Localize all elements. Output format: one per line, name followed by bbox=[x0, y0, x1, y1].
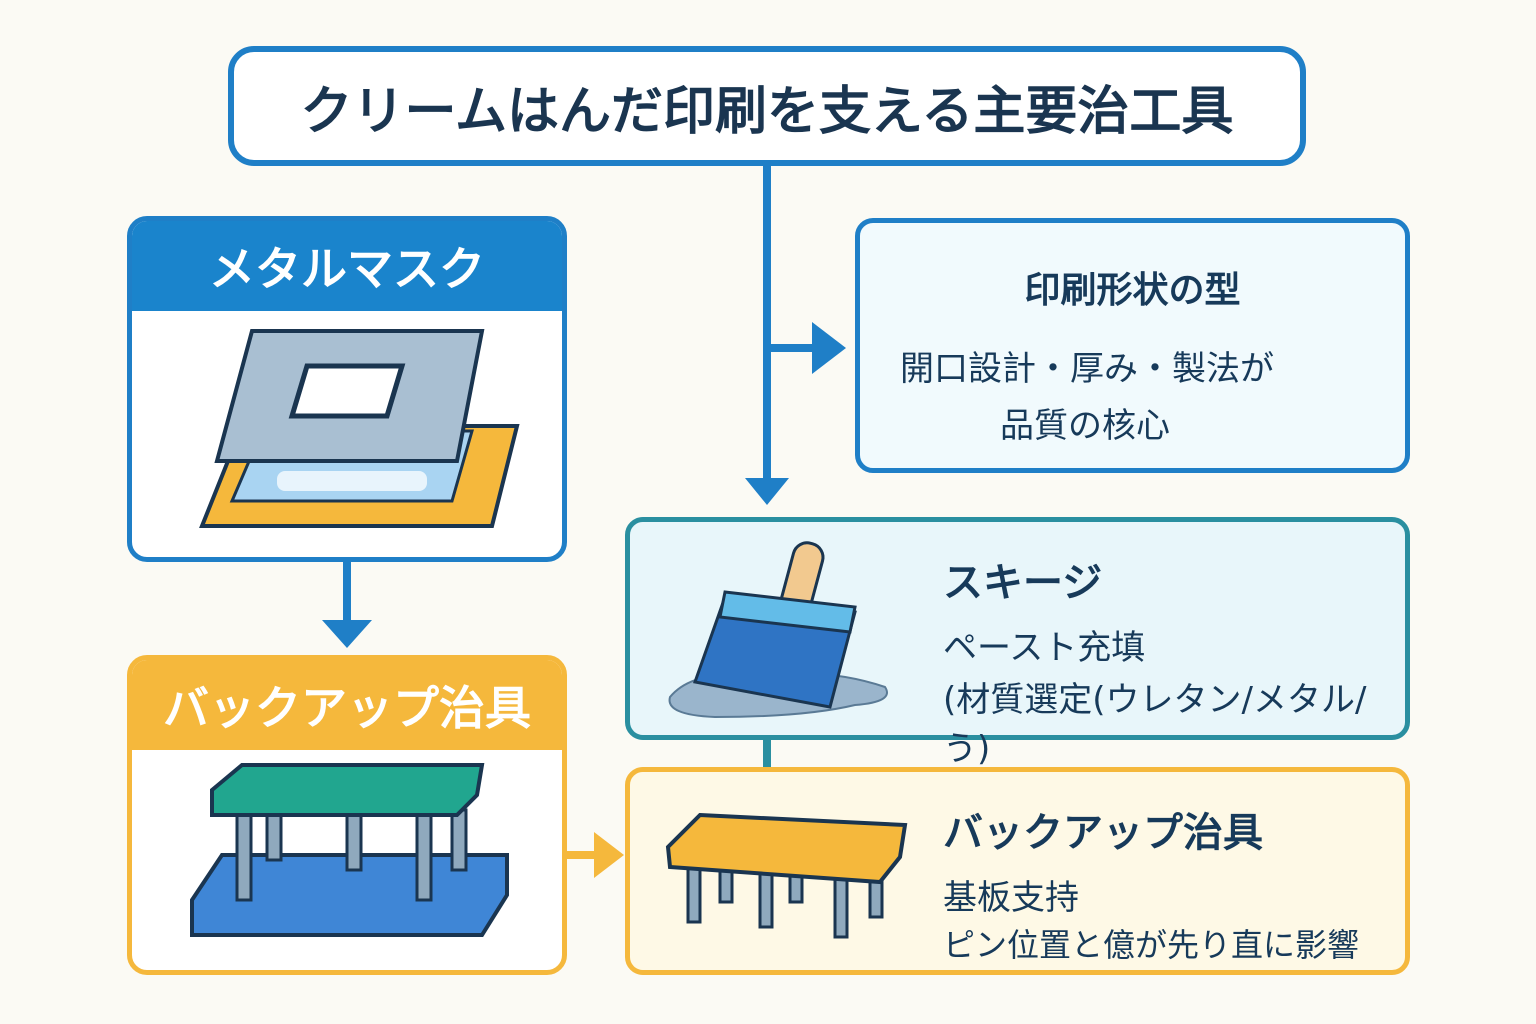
mask-info-box: 印刷形状の型 開口設計・厚み・製法が 品質の核心 bbox=[855, 218, 1410, 473]
metal-mask-header: メタルマスク bbox=[132, 221, 562, 311]
page-title: クリームはんだ印刷を支える主要治工具 bbox=[228, 46, 1306, 166]
metal-mask-illustration bbox=[199, 329, 520, 528]
backup-table-icon bbox=[665, 812, 908, 939]
squeegee-box: スキージ ペースト充填 (材質選定(ウレタン/メタル/う) bbox=[625, 517, 1410, 769]
squeegee-line1: ペースト充填 bbox=[943, 628, 1146, 668]
backup-jig-header: バックアップ治具 bbox=[132, 660, 562, 750]
backup-jig-card: バックアップ治具 bbox=[127, 655, 567, 975]
mask-info-line2: 品質の核心 bbox=[1000, 406, 1170, 446]
squeegee-title: スキージ bbox=[943, 560, 1103, 606]
metal-mask-card: メタルマスク bbox=[127, 216, 567, 562]
mask-info-title: 印刷形状の型 bbox=[1024, 270, 1241, 311]
backup-info-box: バックアップ治具 基板支持 ピン位置と億が先り直に影響 bbox=[625, 767, 1410, 975]
squeegee-line2: (材質選定(ウレタン/メタル/う) bbox=[943, 680, 1367, 769]
squeegee-icon bbox=[668, 541, 888, 719]
backup-jig-illustration bbox=[190, 763, 509, 937]
backup-info-line2: ピン位置と億が先り直に影響 bbox=[943, 926, 1360, 964]
backup-info-line1: 基板支持 bbox=[943, 878, 1079, 918]
backup-info-title: バックアップ治具 bbox=[943, 810, 1263, 856]
mask-info-line1: 開口設計・厚み・製法が bbox=[900, 349, 1274, 389]
